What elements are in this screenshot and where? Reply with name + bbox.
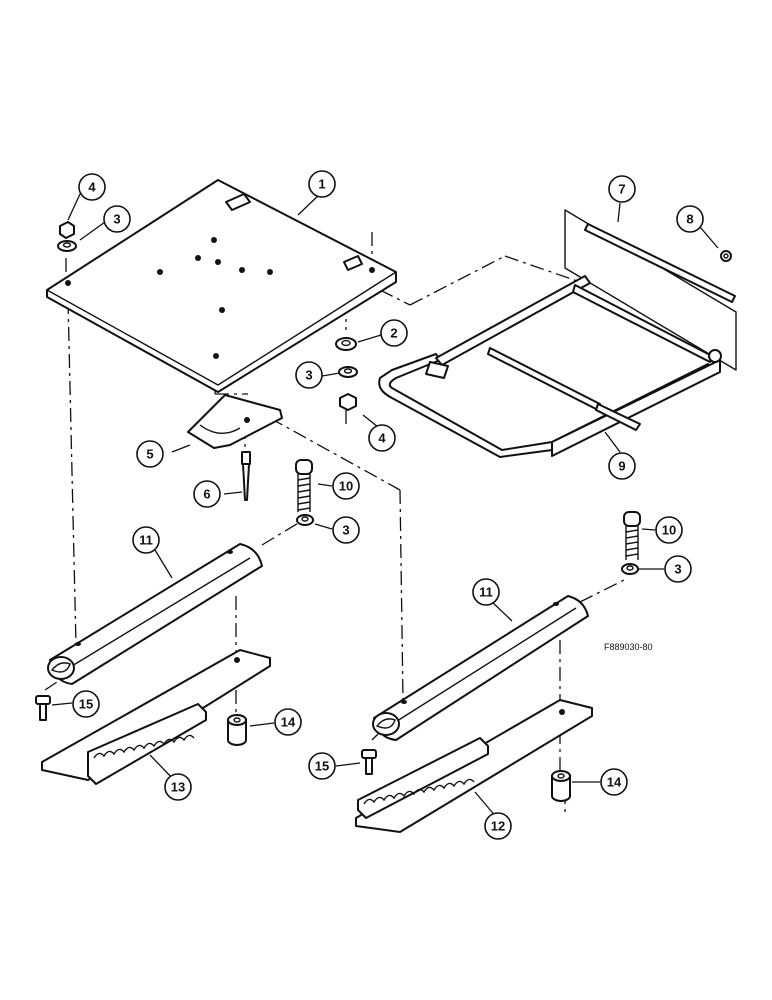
callout-9: 9 <box>608 452 636 480</box>
rod <box>564 209 737 371</box>
callout-8: 8 <box>676 205 704 233</box>
callout-3: 3 <box>103 205 131 233</box>
callout-4: 4 <box>78 173 106 201</box>
callout-label-4: 4 <box>378 431 386 446</box>
pin <box>241 451 251 501</box>
top-left-nut-washer <box>57 221 77 252</box>
callout-13: 13 <box>164 773 192 801</box>
callout-label-6: 6 <box>203 487 210 502</box>
bolt-left <box>295 459 314 526</box>
figure-reference: F889030-80 <box>604 642 653 652</box>
callout-label-14: 14 <box>281 715 296 730</box>
callout-14: 14 <box>600 768 628 796</box>
callout-label-3: 3 <box>113 212 120 227</box>
track-left <box>41 649 271 785</box>
seat-plate <box>46 179 397 393</box>
callout-label-3: 3 <box>342 523 349 538</box>
callout-6: 6 <box>193 480 221 508</box>
callout-label-13: 13 <box>171 780 185 795</box>
callout-label-14: 14 <box>607 775 622 790</box>
callout-15: 15 <box>72 690 100 718</box>
callout-10: 10 <box>655 516 683 544</box>
screw-right <box>361 749 377 775</box>
callout-11: 11 <box>472 578 500 606</box>
callout-12: 12 <box>484 812 512 840</box>
track-right <box>355 699 593 833</box>
callout-label-11: 11 <box>139 533 153 548</box>
bracket <box>187 394 283 449</box>
screw-left <box>35 695 51 721</box>
callout-label-15: 15 <box>79 697 93 712</box>
callout-14: 14 <box>274 708 302 736</box>
callout-label-2: 2 <box>390 326 397 341</box>
callout-11: 11 <box>132 526 160 554</box>
callout-15: 15 <box>308 752 336 780</box>
rail-right <box>372 595 589 741</box>
spacer-right <box>551 770 571 802</box>
callout-5: 5 <box>136 440 164 468</box>
callout-label-3: 3 <box>674 562 681 577</box>
frame <box>378 275 722 458</box>
callout-3: 3 <box>332 516 360 544</box>
callout-label-1: 1 <box>318 177 325 192</box>
callout-label-12: 12 <box>491 819 505 834</box>
callout-label-8: 8 <box>686 212 693 227</box>
callout-label-10: 10 <box>662 523 676 538</box>
callout-10: 10 <box>332 472 360 500</box>
callout-1: 1 <box>308 170 336 198</box>
callout-label-11: 11 <box>479 585 493 600</box>
callout-label-10: 10 <box>339 479 353 494</box>
callout-label-4: 4 <box>88 180 96 195</box>
callout-label-9: 9 <box>618 459 625 474</box>
callout-label-3: 3 <box>305 368 312 383</box>
callout-3: 3 <box>664 555 692 583</box>
rail-left <box>47 543 263 685</box>
callout-3: 3 <box>295 361 323 389</box>
callout-4: 4 <box>368 424 396 452</box>
callout-2: 2 <box>380 319 408 347</box>
callout-label-5: 5 <box>146 447 153 462</box>
callout-label-15: 15 <box>315 759 329 774</box>
right-washer-stack <box>335 337 358 411</box>
spacer-left <box>227 714 247 746</box>
callouts: 1 2 3 3 3 3 4 4 5 6 7 8 9 10 10 11 11 12… <box>72 170 704 840</box>
callout-7: 7 <box>608 175 636 203</box>
bolt-right <box>621 511 641 575</box>
callout-label-7: 7 <box>618 182 625 197</box>
